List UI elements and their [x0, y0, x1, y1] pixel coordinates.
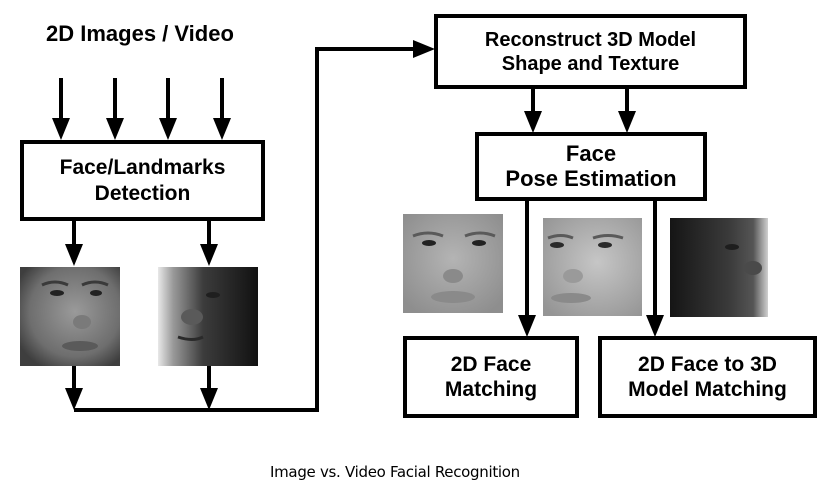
- reconstruct-box: Reconstruct 3D Model Shape and Texture: [434, 14, 747, 89]
- pose-estimation-box: Face Pose Estimation: [475, 132, 707, 201]
- detected-profile-face-image: [158, 267, 258, 366]
- matching-3d-box: 2D Face to 3D Model Matching: [598, 336, 817, 418]
- matching-2d-label-line2: Matching: [444, 378, 538, 401]
- detected-frontal-face-image: [20, 267, 120, 366]
- reconstruct-label-line2: Shape and Texture: [501, 52, 680, 75]
- input-label: 2D Images / Video: [46, 21, 234, 46]
- figure-caption: Image vs. Video Facial Recognition: [270, 463, 520, 481]
- matching-2d-box: 2D Face Matching: [403, 336, 579, 418]
- pose-turned-face-image: [543, 218, 642, 316]
- pose-label-line2: Pose Estimation: [505, 165, 677, 191]
- pose-label-line1: Face: [565, 141, 617, 167]
- matching-3d-label-line2: Model Matching: [628, 378, 787, 401]
- matching-3d-label-line1: 2D Face to 3D: [638, 352, 777, 376]
- detection-box: Face/Landmarks Detection: [20, 140, 265, 221]
- detection-label-line2: Detection: [94, 181, 191, 205]
- pose-profile-face-image: [670, 218, 768, 317]
- detection-label-line1: Face/Landmarks: [59, 156, 226, 180]
- reconstruct-label-line1: Reconstruct 3D Model: [484, 28, 697, 51]
- matching-2d-label-line1: 2D Face: [450, 352, 532, 376]
- pose-frontal-face-image: [403, 214, 503, 313]
